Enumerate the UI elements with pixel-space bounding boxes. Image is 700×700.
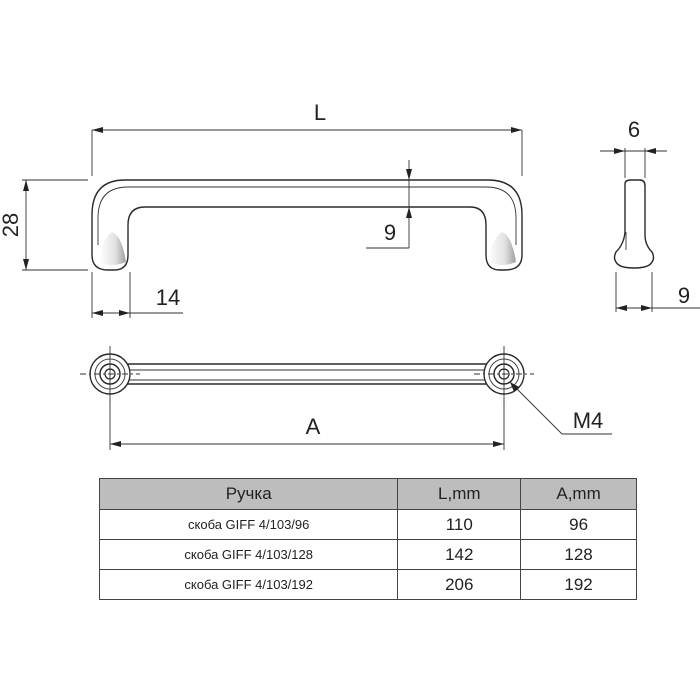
row-length: 142 xyxy=(397,539,522,570)
dim-9-side: 9 xyxy=(615,272,700,312)
dim-L: L xyxy=(91,100,523,176)
column-header-length: L,mm xyxy=(397,478,522,510)
row-center-distance: 96 xyxy=(520,509,637,540)
dim-9-side-label: 9 xyxy=(678,283,690,308)
left-mount-boss xyxy=(80,346,140,402)
dim-L-label: L xyxy=(314,100,326,125)
dim-28: 28 xyxy=(0,179,88,271)
left-leg-shading xyxy=(99,232,126,265)
column-header-center-distance: A,mm xyxy=(520,478,637,510)
dim-6-label: 6 xyxy=(628,117,640,142)
table-row: скоба GIFF 4/103/192 206 192 xyxy=(98,569,637,600)
thread-callout: M4 xyxy=(509,381,612,435)
thread-label: M4 xyxy=(573,408,604,433)
dim-A-label: A xyxy=(306,414,321,439)
dim-28-label: 28 xyxy=(0,213,23,237)
dim-A: A xyxy=(109,400,505,450)
top-bar xyxy=(119,363,495,385)
row-name: скоба GIFF 4/103/128 xyxy=(98,539,399,570)
row-center-distance: 192 xyxy=(520,569,637,600)
dim-14-label: 14 xyxy=(156,285,180,310)
handle-bevel-line xyxy=(97,186,517,245)
dim-9-thickness: 9 xyxy=(366,160,412,249)
right-leg-shading xyxy=(488,232,516,265)
dim-6: 6 xyxy=(600,117,667,178)
handle-outline xyxy=(91,179,523,271)
side-profile xyxy=(613,179,655,269)
dim-14: 14 xyxy=(91,272,183,318)
specification-table: Ручка L,mm A,mm скоба GIFF 4/103/96 110 … xyxy=(98,478,637,600)
row-name: скоба GIFF 4/103/192 xyxy=(98,569,399,600)
front-view xyxy=(91,179,523,271)
row-length: 206 xyxy=(397,569,522,600)
column-header-name: Ручка xyxy=(98,478,399,510)
row-length: 110 xyxy=(397,509,522,540)
row-center-distance: 128 xyxy=(520,539,637,570)
side-view xyxy=(613,179,655,269)
top-view xyxy=(80,346,534,402)
right-mount-boss xyxy=(474,346,534,402)
row-name: скоба GIFF 4/103/96 xyxy=(98,509,399,540)
dim-9-thickness-label: 9 xyxy=(384,220,396,245)
table-row: скоба GIFF 4/103/128 142 128 xyxy=(98,539,637,570)
table-header-row: Ручка L,mm A,mm xyxy=(98,478,637,510)
table-row: скоба GIFF 4/103/96 110 96 xyxy=(98,509,637,540)
